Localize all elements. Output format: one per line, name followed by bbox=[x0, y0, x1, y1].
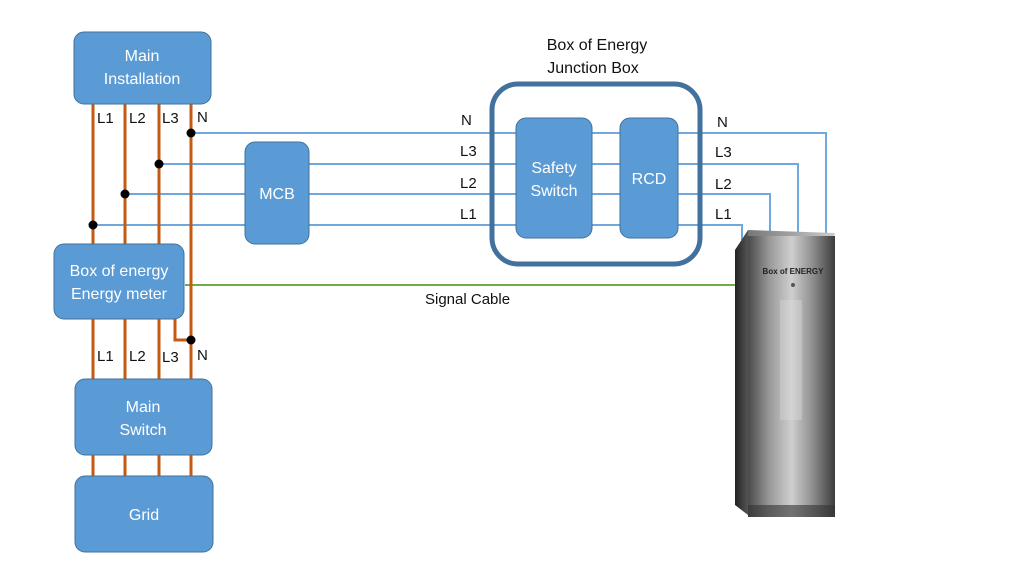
main-installation-label-2: Installation bbox=[104, 71, 181, 88]
upper-label-l2: L2 bbox=[129, 110, 146, 127]
energy-meter-label-2: Energy meter bbox=[71, 286, 168, 303]
junction-dots bbox=[88, 128, 196, 345]
upper-label-l1: L1 bbox=[97, 110, 114, 127]
bus-wire-l3 bbox=[159, 163, 799, 235]
upper-label-l3: L3 bbox=[162, 110, 179, 127]
rcd-label: RCD bbox=[632, 171, 667, 188]
bus-label-left-n: N bbox=[461, 112, 472, 129]
main-switch-label-2: Switch bbox=[119, 422, 166, 439]
rcd-block: RCD bbox=[619, 117, 679, 239]
main-installation-block: Main Installation bbox=[73, 31, 212, 105]
lower-label-l3: L3 bbox=[162, 349, 179, 366]
junction-dot-n bbox=[186, 128, 196, 138]
safety-switch-block: Safety Switch bbox=[515, 117, 593, 239]
junction-box-title-2: Junction Box bbox=[547, 60, 639, 77]
lower-label-n: N bbox=[197, 347, 208, 364]
energy-meter-block: Box of energy Energy meter bbox=[53, 243, 185, 320]
mcb-block: MCB bbox=[244, 141, 310, 245]
battery-brand-text: Box of ENERGY bbox=[763, 267, 825, 276]
battery-cabinet-icon: Box of ENERGY bbox=[735, 230, 835, 517]
junction-dot-n-meter bbox=[186, 335, 196, 345]
bus-label-left-l3: L3 bbox=[460, 143, 477, 160]
main-installation-label-1: Main bbox=[125, 48, 160, 65]
bus-wire-n bbox=[191, 132, 827, 235]
bus-wire-l2 bbox=[125, 193, 771, 235]
power-wire-n-meter-tap bbox=[173, 318, 191, 342]
upper-label-n: N bbox=[197, 109, 208, 126]
bus-label-right-l1: L1 bbox=[715, 206, 732, 223]
grid-block: Grid bbox=[74, 475, 214, 553]
lower-label-l2: L2 bbox=[129, 348, 146, 365]
safety-switch-label-1: Safety bbox=[531, 160, 576, 177]
safety-switch-label-2: Switch bbox=[530, 183, 577, 200]
bus-label-left-l2: L2 bbox=[460, 175, 477, 192]
grid-label: Grid bbox=[129, 507, 159, 524]
lower-label-l1: L1 bbox=[97, 348, 114, 365]
bus-label-left-l1: L1 bbox=[460, 206, 477, 223]
junction-box-border bbox=[489, 81, 703, 267]
mcb-label: MCB bbox=[259, 186, 295, 203]
bus-label-right-l2: L2 bbox=[715, 176, 732, 193]
junction-dot-l1 bbox=[88, 220, 98, 230]
junction-box-title-1: Box of Energy bbox=[547, 37, 648, 54]
main-switch-label-1: Main bbox=[126, 399, 161, 416]
main-switch-block: Main Switch bbox=[74, 378, 213, 456]
junction-dot-l2 bbox=[120, 189, 130, 199]
energy-meter-label-1: Box of energy bbox=[70, 263, 169, 280]
junction-dot-l3 bbox=[154, 159, 164, 169]
bus-label-right-n: N bbox=[717, 114, 728, 131]
bus-label-right-l3: L3 bbox=[715, 144, 732, 161]
signal-cable-label: Signal Cable bbox=[425, 291, 510, 308]
